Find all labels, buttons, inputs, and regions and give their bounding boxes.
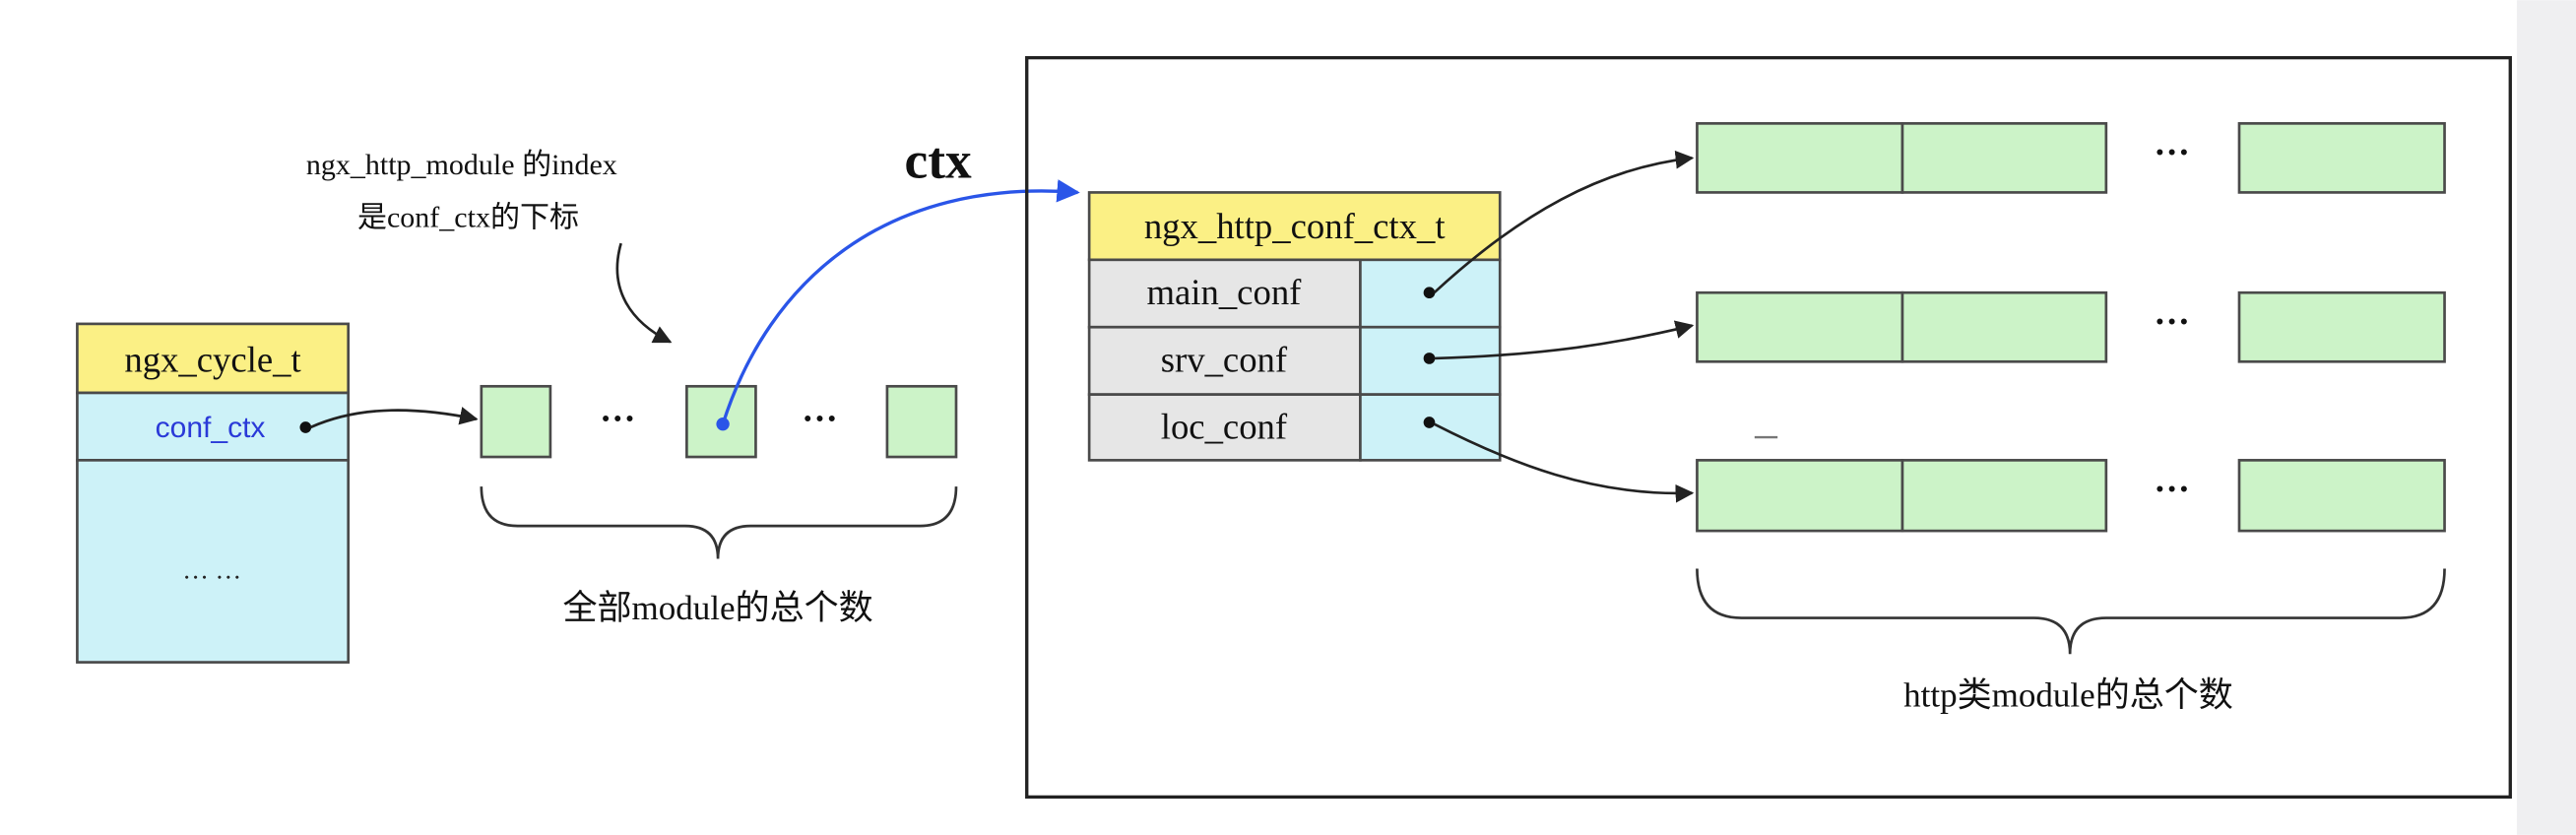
main-conf-array-ellipsis: ···: [2154, 132, 2190, 172]
loc-conf-slot-last: [2237, 459, 2446, 533]
srv-conf-slot-2: [1900, 290, 2108, 363]
http-conf-ctx-title: ngx_http_conf_ctx_t: [1144, 206, 1446, 246]
loc-conf-label-cell: [1087, 393, 1362, 462]
srv-conf-array: ···: [1696, 290, 2446, 363]
main-conf-label: main_conf: [1146, 272, 1302, 312]
http-conf-ctx-header: [1087, 191, 1502, 262]
index-annotation: ngx_http_module 的index 是conf_ctx的下标: [306, 149, 673, 344]
http-conf-frame: [1025, 55, 2512, 800]
ngx-cycle-struct: ngx_cycle_t conf_ctx … …: [76, 322, 351, 664]
main-conf-label-cell: [1087, 258, 1362, 329]
main-conf-array: ···: [1696, 122, 2446, 194]
srv-conf-array-ellipsis: ···: [2154, 301, 2190, 342]
loc-conf-array: ···: [1696, 459, 2446, 533]
module-array-brace: [480, 486, 958, 559]
module-slot-first: [480, 384, 552, 459]
http-modules-brace-label: http类module的总个数: [1903, 676, 2233, 715]
http-conf-ctx-struct: ngx_http_conf_ctx_t main_conf srv_conf l…: [1087, 191, 1502, 462]
loc-conf-pointer-dot: [1423, 417, 1436, 428]
ngx-cycle-title: ngx_cycle_t: [124, 339, 300, 379]
ngx-cycle-header: [76, 322, 351, 395]
conf-ctx-field-label: conf_ctx: [156, 412, 266, 444]
main-conf-slot-1: [1696, 122, 1904, 194]
index-annotation-line2: 是conf_ctx的下标: [357, 201, 579, 233]
index-annotation-line1: ngx_http_module 的index: [306, 149, 617, 181]
srv-conf-slot-last: [2237, 290, 2446, 363]
main-conf-slot-2: [1900, 122, 2108, 194]
loc-conf-arrow: [1433, 422, 1695, 503]
module-array-brace-label: 全部module的总个数: [563, 589, 873, 627]
main-conf-slot-last: [2237, 122, 2446, 194]
module-array-ellipsis-right: ···: [802, 398, 838, 438]
conf-ctx-arrow: [309, 407, 479, 429]
http-modules-brace: [1696, 568, 2446, 655]
srv-conf-arrow: [1434, 320, 1695, 360]
ctx-label: ctx: [905, 130, 972, 189]
module-array-ellipsis-left: ···: [600, 398, 636, 438]
ngx-cycle-rest-cell: [76, 459, 351, 664]
module-slot-last: [885, 384, 958, 459]
loc-conf-slot-2: [1900, 459, 2108, 533]
ctx-arrow: [721, 179, 1080, 425]
ngx-cycle-rest-ellipsis: … …: [182, 555, 241, 585]
srv-conf-slot-1: [1696, 290, 1904, 363]
srv-conf-label: srv_conf: [1161, 339, 1288, 379]
loc-conf-label: loc_conf: [1161, 407, 1288, 447]
main-conf-arrow: [1433, 150, 1695, 294]
index-annotation-arrow: [615, 242, 673, 344]
right-edge-strip: [2516, 0, 2576, 835]
module-array: ··· ··· 全部module的总个数: [480, 384, 958, 627]
srv-conf-pointer-dot: [1423, 353, 1436, 364]
main-conf-pointer-dot: [1423, 287, 1436, 299]
loc-conf-array-ellipsis: ···: [2154, 469, 2190, 509]
conf-ctx-pointer-dot: [299, 421, 312, 433]
loc-conf-slot-1: [1696, 459, 1904, 533]
